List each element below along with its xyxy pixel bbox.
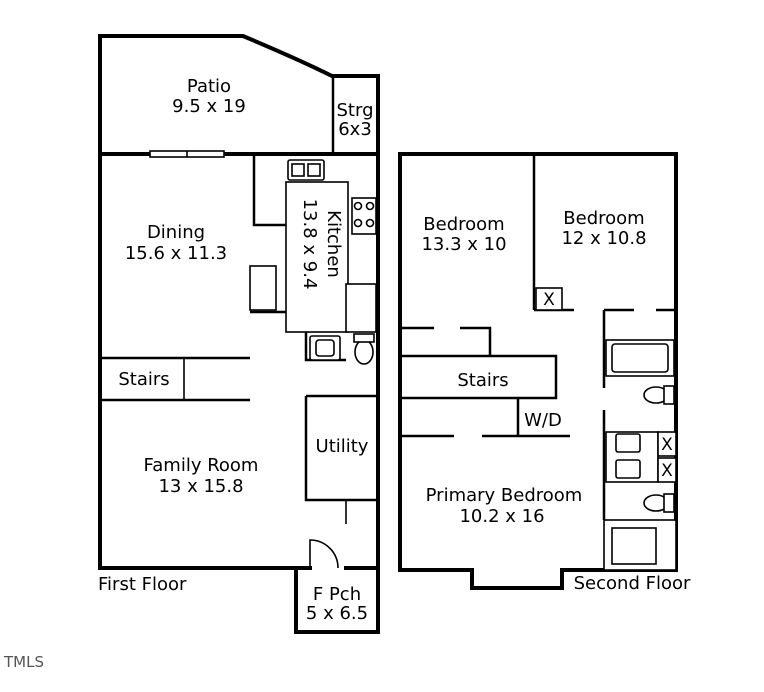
patio-dims: 9.5 x 19	[172, 96, 246, 117]
second-floor-plan	[398, 152, 678, 590]
utility-label: Utility	[316, 436, 369, 457]
bedroom-right-dims: 12 x 10.8	[561, 228, 646, 249]
first-floor-plan	[98, 34, 380, 634]
second-stairs-label: Stairs	[457, 370, 508, 391]
primary-bedroom-label: Primary Bedroom	[426, 485, 583, 506]
family-room-label: Family Room	[144, 455, 259, 476]
second-floor-label: Second Floor	[574, 573, 691, 594]
closet-marker: X	[543, 290, 555, 310]
dining-label: Dining	[147, 222, 205, 243]
dining-dims: 15.6 x 11.3	[125, 243, 227, 264]
kitchen-label: Kitchen	[323, 210, 344, 278]
front-porch-label: F Pch	[313, 584, 361, 605]
front-porch-dims: 5 x 6.5	[306, 603, 368, 624]
kitchen-labels: Kitchen 13.8 x 9.4	[299, 199, 344, 290]
first-floor-label: First Floor	[98, 574, 187, 595]
bath-closet-marker-1: X	[661, 435, 673, 455]
bedroom-right-label: Bedroom	[563, 208, 644, 229]
primary-bedroom-dims: 10.2 x 16	[459, 506, 544, 527]
storage-dims: 6x3	[338, 119, 372, 140]
kitchen-dims: 13.8 x 9.4	[299, 199, 320, 290]
family-room-dims: 13 x 15.8	[158, 476, 243, 497]
patio-label: Patio	[187, 76, 231, 97]
storage-label: Strg	[337, 100, 374, 121]
first-stairs-label: Stairs	[118, 369, 169, 390]
watermark-logo: TMLS	[3, 653, 44, 671]
bedroom-left-dims: 13.3 x 10	[421, 234, 506, 255]
bedroom-left-label: Bedroom	[423, 214, 504, 235]
bath-closet-marker-2: X	[661, 461, 673, 481]
laundry-label: W/D	[524, 410, 562, 431]
